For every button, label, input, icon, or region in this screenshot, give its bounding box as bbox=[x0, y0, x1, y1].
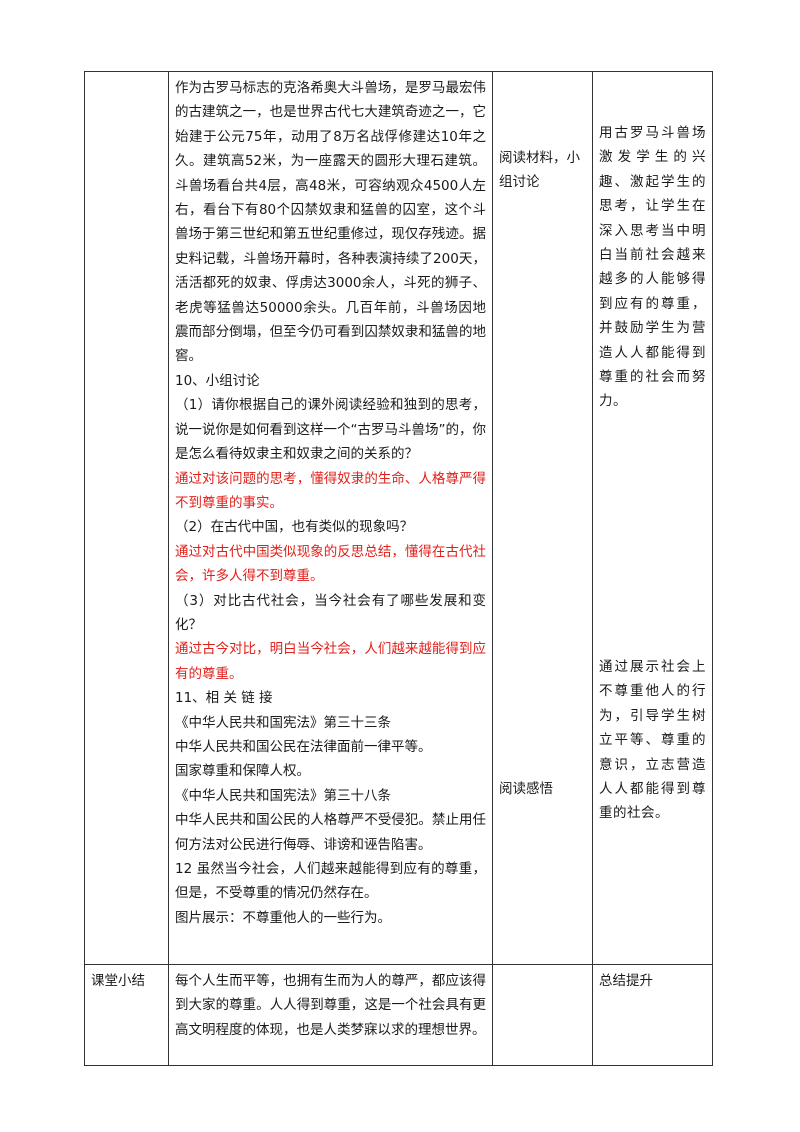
table-row: 课堂小结 每个人生而平等，也拥有生而为人的尊严，都应该得到大家的尊重。人人得到尊… bbox=[84, 964, 713, 1066]
content-paragraph: （2）在古代中国，也有类似的现象吗？ bbox=[175, 519, 414, 536]
row-label: 课堂小结 bbox=[91, 973, 145, 989]
content-paragraph: 11、相 关 链 接 bbox=[175, 690, 273, 707]
row-label-cell bbox=[84, 71, 169, 965]
content-paragraph: （3）对比古代社会，当今社会有了哪些发展和变化？ bbox=[175, 592, 486, 633]
content-paragraph: 《中华人民共和国宪法》第三十八条 bbox=[175, 787, 391, 804]
content-paragraph: 《中华人民共和国宪法》第三十三条 bbox=[175, 714, 391, 731]
content-paragraph: 中华人民共和国公民的人格尊严不受侵犯。禁止用任何方法对公民进行侮辱、诽谤和诬告陷… bbox=[175, 812, 486, 853]
content-cell: 每个人生而平等，也拥有生而为人的尊严，都应该得到大家的尊重。人人得到尊重，这是一… bbox=[168, 964, 493, 1066]
activity-cell bbox=[492, 964, 593, 1066]
intent-text-1: 用古罗马斗兽场激发学生的兴趣、激起学生的思考，让学生在深入思考当中明白当前社会越… bbox=[599, 125, 706, 410]
activity-text-2: 阅读感悟 bbox=[499, 781, 553, 797]
intent-text: 总结提升 bbox=[599, 973, 653, 989]
activity-text-1: 阅读材料，小组讨论 bbox=[499, 150, 580, 191]
row-label-cell: 课堂小结 bbox=[84, 964, 169, 1066]
lesson-plan-table: 作为古罗马标志的克洛希奥大斗兽场，是罗马最宏伟的古建筑之一，也是世界古代七大建筑… bbox=[84, 71, 713, 1066]
teaching-goal-text: 通过对古代中国类似现象的反思总结，懂得在古代社会，许多人得不到尊重。 bbox=[175, 543, 486, 585]
teaching-goal-text: 通过对该问题的思考，懂得奴隶的生命、人格尊严得不到尊重的事实。 bbox=[175, 470, 486, 511]
content-cell: 作为古罗马标志的克洛希奥大斗兽场，是罗马最宏伟的古建筑之一，也是世界古代七大建筑… bbox=[168, 71, 493, 965]
intent-cell: 用古罗马斗兽场激发学生的兴趣、激起学生的思考，让学生在深入思考当中明白当前社会越… bbox=[592, 71, 713, 965]
intent-text-2: 通过展示社会上不尊重他人的行为，引导学生树立平等、尊重的意识，立志营造人人都能得… bbox=[599, 659, 706, 822]
content-paragraph: 图片展示：不尊重他人的一些行为。 bbox=[175, 909, 391, 926]
content-paragraph: 国家尊重和保障人权。 bbox=[175, 763, 310, 780]
summary-text: 每个人生而平等，也拥有生而为人的尊严，都应该得到大家的尊重。人人得到尊重，这是一… bbox=[175, 973, 486, 1038]
content-paragraph: 10、小组讨论 bbox=[175, 372, 260, 389]
content-paragraph: 中华人民共和国公民在法律面前一律平等。 bbox=[175, 738, 432, 755]
intent-cell: 总结提升 bbox=[592, 964, 713, 1066]
content-paragraph: 作为古罗马标志的克洛希奥大斗兽场，是罗马最宏伟的古建筑之一，也是世界古代七大建筑… bbox=[175, 80, 486, 365]
table-row: 作为古罗马标志的克洛希奥大斗兽场，是罗马最宏伟的古建筑之一，也是世界古代七大建筑… bbox=[84, 71, 713, 965]
content-paragraph: （1）请你根据自己的课外阅读经验和独到的思考，说一说你是如何看到这样一个“古罗马… bbox=[175, 397, 486, 463]
content-paragraph: 12 虽然当今社会，人们越来越能得到应有的尊重，但是，不受尊重的情况仍然存在。 bbox=[175, 861, 486, 902]
teaching-goal-text: 通过古今对比，明白当今社会，人们越来越能得到应有的尊重。 bbox=[175, 641, 486, 682]
content-list: 作为古罗马标志的克洛希奥大斗兽场，是罗马最宏伟的古建筑之一，也是世界古代七大建筑… bbox=[175, 76, 486, 930]
activity-cell: 阅读材料，小组讨论 阅读感悟 bbox=[492, 71, 593, 965]
